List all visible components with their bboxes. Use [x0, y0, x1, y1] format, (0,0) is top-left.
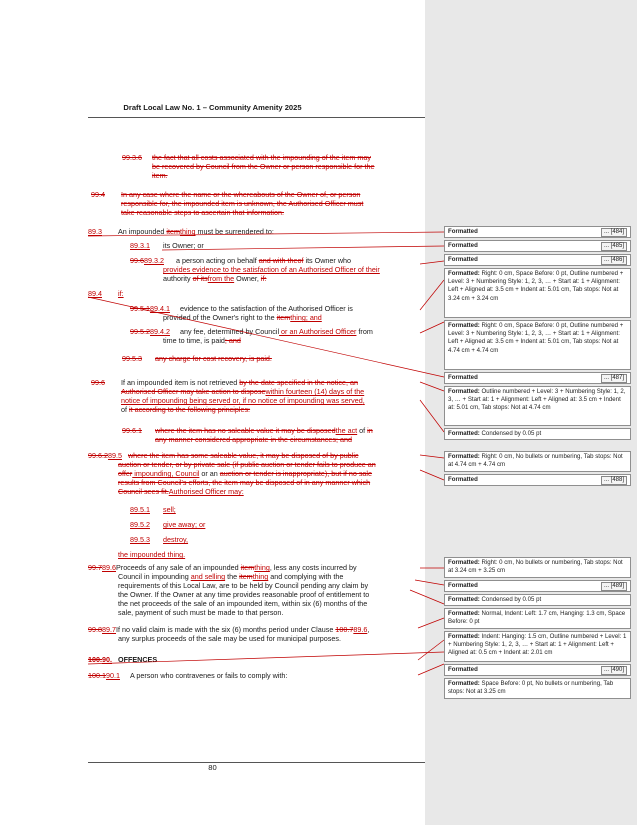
para-89-6: 99.789.6Proceeds of any sale of an impou…	[88, 563, 370, 618]
para-89-7: 99.889.7If no valid claim is made with t…	[88, 625, 370, 644]
comment-balloon[interactable]: Formatted: Condensed by 0.05 pt	[444, 428, 631, 440]
expand-comment-button[interactable]: ... [489]	[600, 582, 627, 591]
page-number: 80	[208, 763, 217, 772]
header-rule	[88, 117, 425, 118]
comment-balloon[interactable]: Formatted ... [488]	[444, 474, 631, 486]
comment-balloon[interactable]: Formatted: Right: 0 cm, Space Before: 0 …	[444, 320, 631, 370]
page-header: Draft Local Law No. 1 – Community Amenit…	[123, 103, 302, 112]
expand-comment-button[interactable]: ... [485]	[600, 242, 627, 251]
comment-balloon[interactable]: Formatted: Right: 0 cm, No bullets or nu…	[444, 557, 631, 578]
expand-comment-button[interactable]: ... [486]	[600, 256, 627, 265]
comment-balloon[interactable]: Formatted: Right: 0 cm, Space Before: 0 …	[444, 268, 631, 318]
comment-balloon[interactable]: Formatted: Indent: Hanging: 1.5 cm, Outl…	[444, 631, 631, 662]
expand-comment-button[interactable]: ... [487]	[600, 374, 627, 383]
comment-balloon[interactable]: Formatted: Space Before: 0 pt, No bullet…	[444, 678, 631, 699]
comment-balloon[interactable]: Formatted ... [487]	[444, 372, 631, 384]
heading-offences: 100.90.OFFENCES	[88, 655, 158, 664]
para-impounded-thing: the impounded thing.	[118, 550, 186, 559]
comment-balloon[interactable]: Formatted: Right: 0 cm, No bullets or nu…	[444, 451, 631, 472]
comment-balloon[interactable]: Formatted: Outline numbered + Level: 3 +…	[444, 386, 631, 426]
document-page: Draft Local Law No. 1 – Community Amenit…	[88, 103, 425, 772]
expand-comment-button[interactable]: ... [484]	[600, 228, 627, 237]
comment-balloon[interactable]: Formatted: Condensed by 0.05 pt	[444, 594, 631, 606]
comment-balloon[interactable]: Formatted: Normal, Indent: Left: 1.7 cm,…	[444, 608, 631, 629]
comment-balloon[interactable]: Formatted ... [485]	[444, 240, 631, 252]
comment-balloon[interactable]: Formatted ... [484]	[444, 226, 631, 238]
comment-balloon[interactable]: Formatted ... [486]	[444, 254, 631, 266]
footer-rule	[88, 762, 425, 763]
expand-comment-button[interactable]: ... [488]	[600, 476, 627, 485]
expand-comment-button[interactable]: ... [490]	[600, 666, 627, 675]
comment-balloon[interactable]: Formatted ... [489]	[444, 580, 631, 592]
comment-balloon[interactable]: Formatted ... [490]	[444, 664, 631, 676]
